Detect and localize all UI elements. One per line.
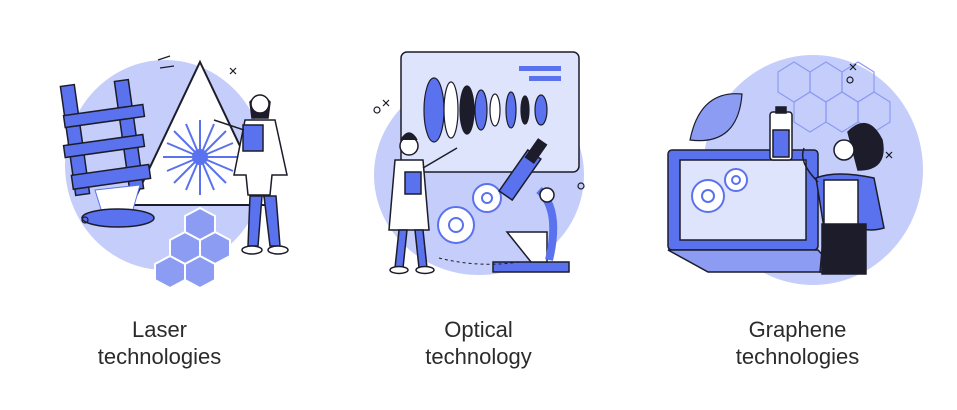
- graphene-caption-line1: Graphene: [748, 317, 847, 342]
- graphene-caption-line2: technologies: [735, 344, 860, 369]
- leaf-icon: [689, 93, 743, 142]
- graphene-illustration: [667, 55, 923, 285]
- scientist-figure: [388, 132, 458, 275]
- optical-caption: Optical technology: [319, 316, 638, 370]
- microscope-icon: [492, 138, 570, 273]
- laser-device-icon: [59, 78, 152, 197]
- gear-icon: [437, 183, 502, 244]
- laser-caption-line1: Laser: [131, 317, 188, 342]
- optical-caption-line1: Optical: [444, 317, 513, 342]
- graphene-lattice-icon: [777, 61, 891, 133]
- laser-illustration: [59, 55, 289, 290]
- laptop-icon: [667, 149, 840, 273]
- optical-illustration: [373, 51, 585, 275]
- person-figure: [801, 123, 885, 275]
- laser-caption-line2: technologies: [97, 344, 222, 369]
- graphene-caption: Graphene technologies: [638, 316, 957, 370]
- hexagon-cluster-icon: [154, 206, 231, 290]
- panel-laser: Laser technologies: [0, 0, 319, 410]
- scientist-figure: [213, 94, 289, 255]
- battery-icon: [769, 106, 793, 161]
- laser-caption: Laser technologies: [0, 316, 319, 370]
- panel-optical: Optical technology: [319, 0, 638, 410]
- gear-icon: [691, 168, 748, 213]
- optical-caption-line2: technology: [425, 344, 532, 369]
- panel-graphene: Graphene technologies: [638, 0, 957, 410]
- lens-sequence-icon: [423, 77, 548, 143]
